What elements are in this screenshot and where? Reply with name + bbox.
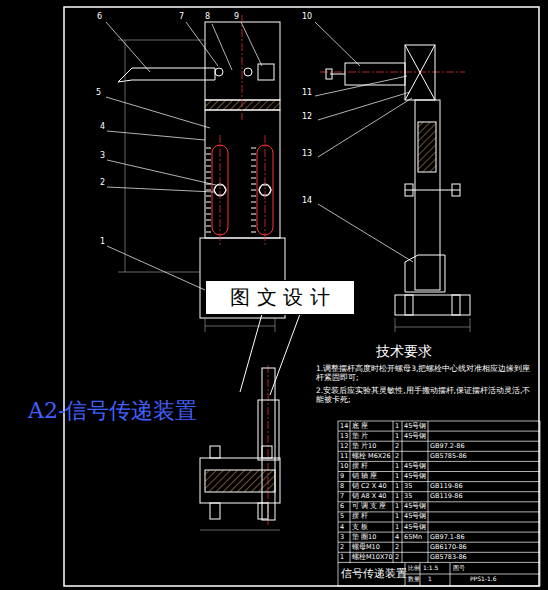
table-cell: GB119-86: [430, 483, 463, 490]
table-cell: 1: [395, 483, 399, 490]
table-cell: 1: [395, 463, 399, 470]
table-cell: 7: [340, 493, 344, 500]
table-cell: 1: [395, 493, 399, 500]
callout-number: 3: [100, 151, 105, 160]
technical-note: 技术要求: [376, 343, 432, 359]
table-cell: 45号钢: [404, 503, 426, 510]
table-cell: 10: [340, 463, 348, 470]
table-cell: 14: [340, 423, 348, 430]
table-cell: 4: [340, 524, 344, 531]
table-cell: PPS1-1.6: [470, 576, 497, 583]
table-cell: 3: [340, 534, 344, 541]
table-cell: GB97.2-86: [430, 443, 465, 450]
table-cell: 1: [395, 513, 399, 520]
watermark-box: 图 文 设 计: [205, 280, 355, 315]
table-cell: 1:1.5: [423, 565, 438, 572]
table-cell: 销 轴 座: [352, 473, 377, 480]
callout-number: 1: [100, 237, 105, 246]
table-cell: 摆 杆: [352, 463, 368, 470]
table-cell: 5: [340, 513, 344, 520]
table-cell: 35: [404, 493, 412, 500]
callout-number: 5: [96, 88, 101, 97]
callout-number: 4: [100, 122, 105, 131]
watermark-text: 图 文 设 计: [230, 284, 329, 311]
table-cell: 2: [395, 544, 399, 551]
table-cell: 8: [340, 483, 344, 490]
callout-number: 11: [302, 88, 312, 97]
table-cell: 9: [340, 473, 344, 480]
table-cell: 螺栓 M6X26: [352, 453, 391, 460]
table-cell: 信号传递装置: [341, 568, 407, 581]
table-cell: 1: [395, 473, 399, 480]
table-cell: 2: [340, 544, 344, 551]
table-cell: 45号钢: [404, 473, 426, 480]
table-cell: 1: [428, 576, 432, 583]
table-cell: GB119-86: [430, 493, 463, 500]
callout-number: 14: [302, 196, 312, 205]
table-cell: 图号: [453, 565, 465, 572]
table-cell: 底 座: [352, 423, 368, 430]
table-cell: GB5783-86: [430, 554, 467, 561]
table-cell: 2: [395, 443, 399, 450]
table-cell: 销 A8 X 40: [352, 493, 387, 500]
table-cell: 45号钢: [404, 433, 426, 440]
table-cell: 销 C2 X 40: [352, 483, 387, 490]
table-cell: 1: [395, 423, 399, 430]
table-cell: 11: [340, 453, 348, 460]
table-cell: 45号钢: [404, 423, 426, 430]
table-cell: 1: [395, 433, 399, 440]
callout-number: 13: [302, 149, 312, 158]
callout-number: 7: [179, 12, 184, 21]
table-cell: 1: [395, 503, 399, 510]
table-cell: 6: [340, 503, 344, 510]
table-cell: 45号钢: [404, 524, 426, 531]
table-cell: 垫 片: [352, 433, 368, 440]
callout-number: 2: [100, 178, 105, 187]
table-cell: 1: [340, 554, 344, 561]
table-cell: 支 板: [352, 524, 368, 531]
table-cell: 可 调 支 座: [352, 503, 386, 510]
table-cell: 65Mn: [404, 534, 422, 541]
table-cell: 垫 片10: [352, 443, 376, 450]
table-cell: 4: [395, 534, 399, 541]
drawing-title: A2-信号传递装置: [28, 398, 197, 423]
table-cell: GB97.1-86: [430, 534, 465, 541]
technical-note: 2.安装后应实验其灵敏性,用手搬动摆杆,保证摆杆活动灵活,不能被卡死;: [316, 387, 531, 404]
table-cell: 垫 圈10: [352, 534, 376, 541]
table-cell: 摆 杆: [352, 513, 368, 520]
bottom-view: [200, 368, 280, 530]
table-cell: 数量: [408, 576, 420, 583]
callout-number: 9: [234, 12, 239, 21]
drawing-frame: [64, 7, 539, 586]
callout-number: 12: [302, 112, 312, 121]
table-cell: 45号钢: [404, 513, 426, 520]
table-cell: 12: [340, 443, 348, 450]
table-cell: 螺母M10: [352, 544, 380, 551]
table-cell: 2: [395, 453, 399, 460]
table-cell: 比例: [408, 565, 420, 572]
table-cell: 1: [395, 524, 399, 531]
table-cell: 35: [404, 483, 412, 490]
technical-note: 1.调整摆杆高度时松开螺母3,把螺栓中心线对准相应边缘到座杆紧固即可;: [316, 365, 531, 382]
table-cell: 13: [340, 433, 348, 440]
callout-number: 8: [205, 12, 210, 21]
table-cell: 螺栓M10X70: [352, 554, 393, 561]
table-cell: GB6170-86: [430, 544, 467, 551]
callout-number: 10: [302, 12, 312, 21]
table-cell: GB5785-86: [430, 453, 467, 460]
callout-number: 6: [97, 12, 102, 21]
table-cell: 45号钢: [404, 463, 426, 470]
parts-table: [338, 421, 540, 586]
table-cell: 2: [395, 554, 399, 561]
